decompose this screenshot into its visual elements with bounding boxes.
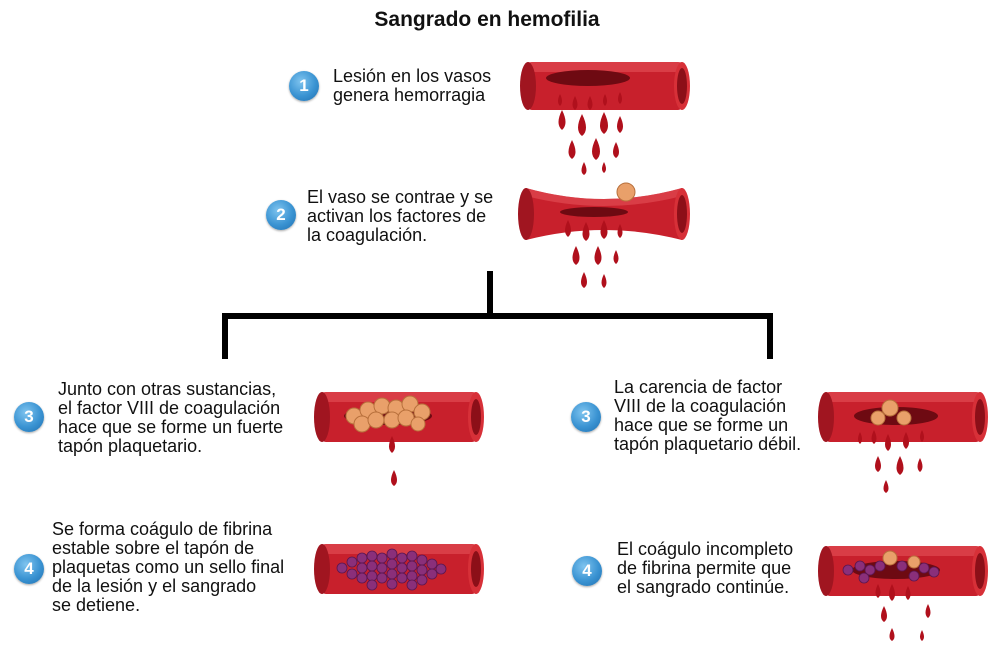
left-step-3-badge: 3: [14, 402, 44, 432]
vessel-weak-plug-illustration: [818, 392, 988, 493]
platelet-cluster-strong: [345, 395, 431, 433]
step-1-badge: 1: [289, 71, 319, 101]
diagram-title: Sangrado en hemofilia: [374, 8, 600, 31]
platelet-cluster-incomplete: [882, 550, 921, 569]
blood-drops-strong: [389, 436, 397, 486]
platelet-shape: [616, 182, 636, 202]
vessel-contracted-illustration: [518, 182, 690, 288]
blood-drops-2: [565, 220, 623, 288]
left-step-3-text: Junto con otras sustancias,el factor VII…: [58, 379, 284, 456]
vessel-incomplete-clot-illustration: [818, 546, 988, 641]
right-step-3-badge: 3: [571, 402, 601, 432]
branch-horizontal-line: [222, 313, 773, 319]
fibrin-clot-incomplete: [842, 560, 940, 584]
vessel-strong-plug-illustration: [314, 392, 484, 486]
branch-left-drop-line: [222, 313, 228, 359]
platelet-cluster-weak: [870, 399, 912, 426]
vessel-injury-illustration: [520, 62, 690, 175]
blood-drops-incomplete: [875, 584, 931, 641]
right-step-4-badge: 4: [572, 556, 602, 586]
blood-drops-weak: [858, 430, 924, 493]
vessel-fibrin-clot-illustration: [314, 544, 484, 594]
left-step-4-badge: 4: [14, 554, 44, 584]
branch-stem-line: [487, 271, 493, 318]
fibrin-clot-stable: [336, 548, 447, 591]
blood-drops-1: [558, 92, 623, 175]
branch-right-drop-line: [767, 313, 773, 359]
step-2-badge: 2: [266, 200, 296, 230]
